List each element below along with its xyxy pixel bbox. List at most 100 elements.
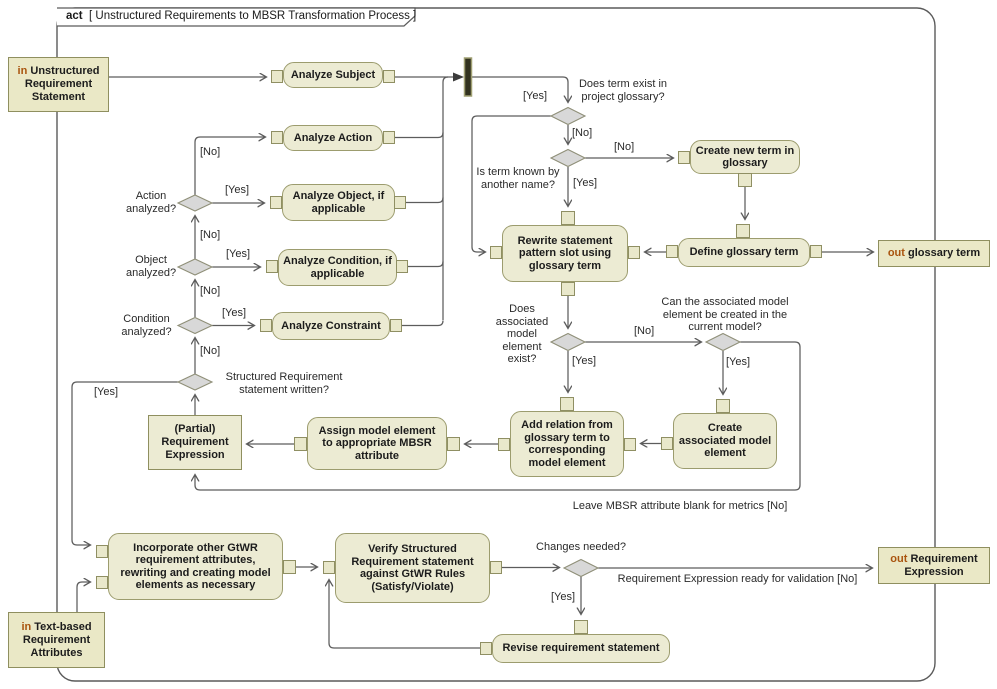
pin-condition-out[interactable] — [396, 260, 408, 273]
question-can-create: Can the associated model element be crea… — [661, 296, 789, 333]
activity-frame — [56, 7, 936, 682]
pin-rewrite-in-top[interactable] — [561, 211, 575, 225]
decision-term-exists-diamond[interactable] — [549, 106, 587, 126]
guard-no-assocexists: [No] — [634, 325, 655, 337]
pin-constraint-out[interactable] — [390, 319, 402, 332]
question-known-other: Is term known by another name? — [476, 166, 560, 191]
pin-defineterm-in-top[interactable] — [736, 224, 750, 238]
action-analyze-object[interactable]: Analyze Object, if applicable — [282, 184, 395, 221]
param-in-text-based-label: in Text-based Requirement Attributes — [12, 621, 101, 660]
pin-addrelation-out-left[interactable] — [498, 438, 510, 451]
param-out-requirement-label: out Requirement Expression — [882, 553, 986, 579]
action-add-relation[interactable]: Add relation from glossary term to corre… — [510, 411, 624, 477]
frame-keyword: act — [66, 10, 83, 22]
decision-changes-needed-diamond[interactable] — [562, 558, 600, 578]
action-incorporate-gtwr[interactable]: Incorporate other GtWR requirement attri… — [108, 533, 283, 600]
param-in-text-based[interactable]: in Text-based Requirement Attributes — [8, 612, 105, 668]
action-analyze-subject[interactable]: Analyze Subject — [283, 62, 383, 88]
action-revise-statement[interactable]: Revise requirement statement — [492, 634, 670, 663]
pin-assign-out-left[interactable] — [294, 437, 307, 451]
pin-rewrite-in-right[interactable] — [628, 246, 640, 259]
decision-condition-analyzed-diamond[interactable] — [176, 316, 214, 335]
action-verify-statement[interactable]: Verify Structured Requirement statement … — [335, 533, 490, 603]
action-analyze-condition[interactable]: Analyze Condition, if applicable — [278, 249, 397, 286]
edge-in2-incorporate — [76, 582, 90, 612]
question-condition-analyzed: Condition analyzed? — [121, 313, 172, 338]
pin-defineterm-out-left[interactable] — [666, 245, 678, 258]
pin-condition-in[interactable] — [266, 260, 278, 273]
param-out-glossary-label: out glossary term — [888, 247, 980, 260]
decision-assoc-exists-diamond[interactable] — [549, 332, 587, 352]
param-text: Requirement Expression — [904, 552, 978, 578]
guard-yes-assocexists: [Yes] — [572, 355, 597, 367]
edge-structured-incorporate — [71, 381, 178, 545]
decision-structured-written-diamond[interactable] — [176, 373, 214, 391]
edge-cancreate-partial — [195, 341, 801, 491]
pin-addrelation-in-right[interactable] — [624, 438, 636, 451]
pin-object-out[interactable] — [394, 196, 406, 209]
decision-object-analyzed-diamond[interactable] — [176, 258, 214, 276]
action-assign-model-element[interactable]: Assign model element to appropriate MBSR… — [307, 417, 447, 470]
frame-title: act [ Unstructured Requirements to MBSR … — [66, 10, 416, 22]
guard-yes-changes: [Yes] — [551, 591, 576, 603]
pin-action-out[interactable] — [383, 131, 395, 144]
action-analyze-action[interactable]: Analyze Action — [283, 125, 383, 151]
action-rewrite-statement[interactable]: Rewrite statement pattern slot using glo… — [502, 225, 628, 282]
guard-no-structured: [No] — [200, 345, 221, 357]
param-keyword: out — [890, 552, 908, 565]
guard-yes-objectanalyzed: [Yes] — [226, 248, 251, 260]
guard-no-termexists: [No] — [572, 127, 593, 139]
pin-createmodel-out-left[interactable] — [661, 437, 673, 450]
pin-incorporate-in-1[interactable] — [96, 545, 108, 558]
pin-createterm-out[interactable] — [738, 173, 752, 187]
pin-subject-in[interactable] — [271, 70, 283, 83]
edge-merge-vertical — [442, 76, 449, 320]
pin-revise-in-top[interactable] — [574, 620, 588, 634]
question-structured-written: Structured Requirement statement written… — [225, 371, 343, 396]
join-bar[interactable] — [463, 57, 473, 97]
edge-constraint-merge — [402, 320, 444, 327]
pin-createterm-in[interactable] — [678, 151, 690, 164]
pin-assign-in-right[interactable] — [447, 437, 460, 451]
pin-createmodel-in-top[interactable] — [716, 399, 730, 413]
pin-incorporate-in-2[interactable] — [96, 576, 108, 589]
question-object-analyzed: Object analyzed? — [126, 254, 177, 279]
pin-addrelation-in-top[interactable] — [560, 397, 574, 411]
param-in-unstructured[interactable]: in Unstructured Requirement Statement — [8, 57, 109, 112]
decision-known-other-diamond[interactable] — [549, 148, 587, 168]
frame-title-tab — [57, 7, 416, 27]
pin-action-in[interactable] — [271, 131, 283, 144]
pin-object-in[interactable] — [270, 196, 282, 209]
edge-object-merge — [406, 197, 444, 204]
guard-yes-cancreate: [Yes] — [726, 356, 751, 368]
pin-revise-out-left[interactable] — [480, 642, 492, 655]
pin-verify-in[interactable] — [323, 561, 335, 574]
guard-yes-termexists: [Yes] — [523, 90, 548, 102]
pin-verify-out[interactable] — [490, 561, 502, 574]
guard-no-conditionanalyzed: [No] — [200, 285, 221, 297]
pin-constraint-in[interactable] — [260, 319, 272, 332]
pin-subject-out[interactable] — [383, 70, 395, 83]
action-create-model-element[interactable]: Create associated model element — [673, 413, 777, 469]
param-keyword: in — [21, 620, 32, 633]
action-define-term[interactable]: Define glossary term — [678, 238, 810, 267]
pin-rewrite-out-bottom[interactable] — [561, 282, 575, 296]
pin-defineterm-out-right[interactable] — [810, 245, 822, 258]
question-term-exists: Does term exist in project glossary? — [578, 78, 668, 103]
guard-yes-structured: [Yes] — [94, 386, 119, 398]
decision-action-analyzed-diamond[interactable] — [176, 194, 214, 212]
guard-yes-knownother: [Yes] — [573, 177, 598, 189]
pin-incorporate-out[interactable] — [283, 560, 296, 574]
question-assoc-exists: Does associated model element exist? — [495, 303, 549, 365]
edge-condition-merge — [408, 261, 444, 268]
decision-can-create-diamond[interactable] — [704, 332, 742, 352]
param-out-glossary[interactable]: out glossary term — [878, 240, 990, 267]
edge-termexists-rewrite — [471, 115, 551, 252]
object-partial-requirement[interactable]: (Partial) Requirement Expression — [148, 415, 242, 470]
action-analyze-constraint[interactable]: Analyze Constraint — [272, 312, 390, 340]
action-create-term[interactable]: Create new term in glossary — [690, 140, 800, 174]
pin-rewrite-in-left[interactable] — [490, 246, 502, 259]
param-out-requirement[interactable]: out Requirement Expression — [878, 547, 990, 584]
